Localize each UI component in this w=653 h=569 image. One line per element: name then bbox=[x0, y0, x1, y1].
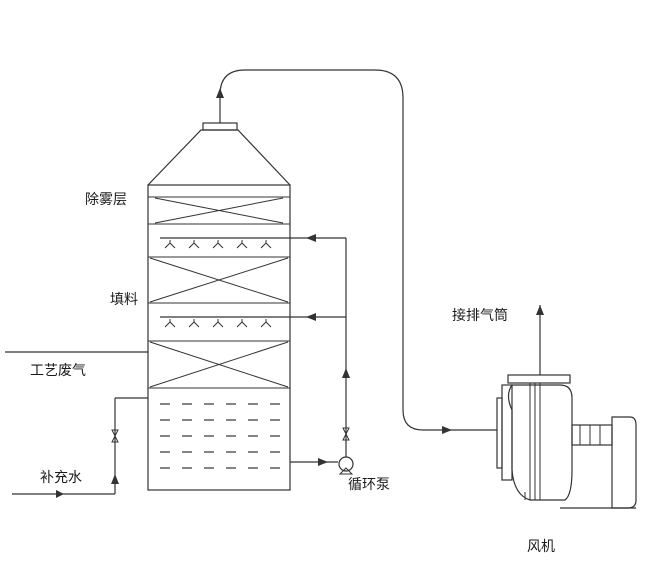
label-process-gas: 工艺废气 bbox=[30, 363, 86, 379]
label-fan: 风机 bbox=[527, 539, 555, 555]
label-makeup-water: 补充水 bbox=[40, 470, 82, 486]
tower-body bbox=[147, 184, 291, 491]
packing-lower bbox=[148, 340, 290, 389]
label-demister: 除雾层 bbox=[85, 192, 127, 208]
recirculation-line bbox=[290, 234, 354, 475]
spray-header-upper bbox=[160, 237, 290, 249]
makeup-water-line bbox=[12, 397, 148, 498]
spray-header-lower bbox=[160, 316, 290, 328]
tower bbox=[147, 122, 291, 491]
liquid-sump bbox=[160, 403, 280, 469]
label-to-stack: 接排气筒 bbox=[452, 308, 508, 324]
exhaust-duct bbox=[216, 69, 497, 434]
tower-cone bbox=[147, 129, 291, 186]
packing-upper bbox=[148, 256, 290, 304]
label-packing: 填料 bbox=[110, 292, 138, 308]
fan bbox=[496, 305, 637, 509]
demister-layer bbox=[148, 196, 290, 225]
circulation-pump-symbol bbox=[338, 456, 354, 472]
label-circulation-pump: 循环泵 bbox=[348, 477, 390, 493]
tower-outlet-neck bbox=[202, 122, 238, 131]
